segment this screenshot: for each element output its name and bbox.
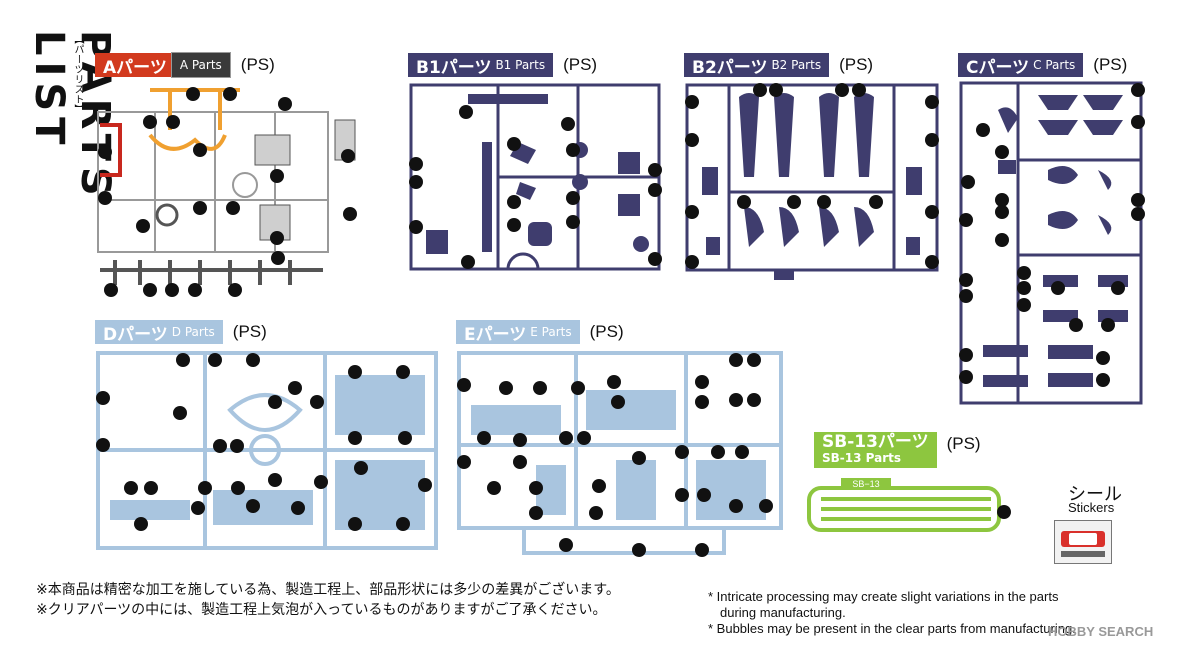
note-jp-1: ※本商品は精密な加工を施している為、製造工程上、部品形状には多少の差異がございま…	[36, 582, 620, 598]
sb13-tag: SB−13	[852, 479, 879, 489]
material-a: (PS)	[240, 55, 275, 74]
sticker-sheet	[1054, 520, 1112, 564]
notes-jp: ※本商品は精密な加工を施している為、製造工程上、部品形状には多少の差異がございま…	[36, 580, 706, 620]
parts-list-title: PARTS LIST 【パーツリスト】	[26, 30, 118, 280]
header-a-parts: Aパーツ A Parts (PS)	[95, 52, 275, 78]
stickers-label-jp: シール	[1068, 484, 1122, 505]
material-e: (PS)	[589, 322, 624, 341]
runner-e	[457, 351, 783, 557]
label-a: Aパーツ	[95, 53, 171, 78]
note-en-1: * Intricate processing may create slight…	[708, 589, 1059, 604]
material-d: (PS)	[232, 322, 267, 341]
runner-b2	[685, 83, 939, 280]
notes-en: * Intricate processing may create slight…	[708, 589, 1168, 637]
label-a-en: A Parts	[170, 52, 231, 78]
runner-c	[959, 81, 1145, 405]
runner-sb13: SB−13	[807, 478, 1011, 532]
note-en-2: * Bubbles may be present in the clear pa…	[708, 621, 1076, 636]
runner-b1	[409, 83, 662, 271]
note-jp-2: ※クリアパーツの中には、製造工程上気泡が入っているものがありますがご了承ください…	[36, 602, 607, 618]
runner-a	[97, 87, 357, 297]
material-c: (PS)	[1093, 55, 1128, 74]
page-subtitle: 【パーツリスト】	[72, 34, 83, 114]
stickers-label-en: Stickers	[1068, 500, 1115, 515]
material-sb13: (PS)	[946, 434, 981, 453]
part-a1	[98, 145, 112, 159]
runner-d	[96, 351, 438, 550]
watermark: HOBBY SEARCH	[1048, 624, 1154, 639]
note-en-1b: during manufacturing.	[720, 605, 846, 620]
material-b2: (PS)	[839, 55, 874, 74]
material-b1: (PS)	[563, 55, 598, 74]
